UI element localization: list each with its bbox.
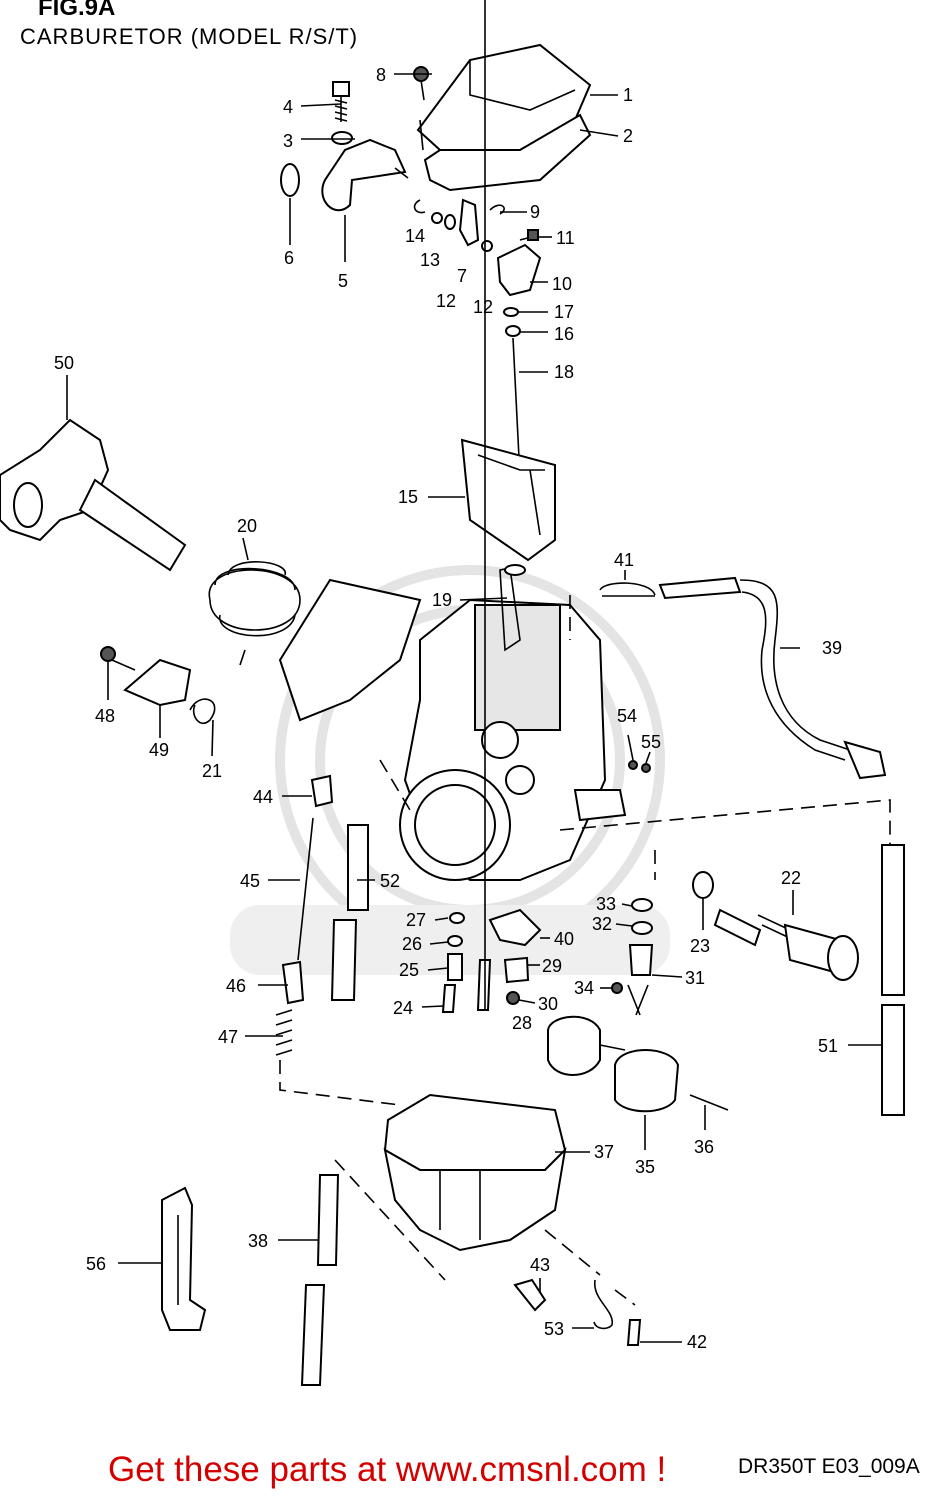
jet-parts <box>441 898 654 1016</box>
callout-label: 38 <box>248 1231 268 1251</box>
bracket-parts <box>100 646 216 725</box>
callout-label: 12 <box>473 297 493 317</box>
callout-label: 37 <box>594 1142 614 1162</box>
top-cover-part <box>416 43 592 192</box>
callout-label: 21 <box>202 761 222 781</box>
callout-label: 12 <box>436 291 456 311</box>
bracket-56-part <box>161 1186 207 1331</box>
callout-label: 52 <box>380 871 400 891</box>
callout-label: 4 <box>283 97 293 117</box>
callout-label: 39 <box>822 638 842 658</box>
choke-cable-part <box>599 576 887 780</box>
callout-label: 7 <box>457 266 467 286</box>
callout-labels: 1 2 3 4 5 6 7 8 9 10 11 12 12 13 14 15 1… <box>54 65 842 1352</box>
callout-label: 44 <box>253 787 273 807</box>
assembly-lines <box>279 595 891 1306</box>
callout-label: 11 <box>556 228 575 248</box>
callout-label: 45 <box>240 871 260 891</box>
callout-label: 31 <box>685 968 705 988</box>
callout-label: 26 <box>402 934 422 954</box>
callout-label: 43 <box>530 1255 550 1275</box>
callout-label: 36 <box>694 1137 714 1157</box>
callout-label: 13 <box>420 250 440 270</box>
small-screws <box>628 760 651 773</box>
vent-tube-part <box>330 824 369 1001</box>
callout-label: 20 <box>237 516 257 536</box>
callout-leaders <box>66 0 882 1343</box>
callout-label: 34 <box>574 978 594 998</box>
callout-label: 42 <box>687 1332 707 1352</box>
callout-label: 51 <box>818 1036 838 1056</box>
callout-label: 29 <box>542 956 562 976</box>
float-part <box>547 1015 729 1113</box>
pilot-parts <box>275 774 334 1056</box>
callout-label: 49 <box>149 740 169 760</box>
callout-label: 8 <box>376 65 386 85</box>
choke-plunger-part <box>692 871 859 981</box>
callout-label: 16 <box>554 324 574 344</box>
callout-label: 41 <box>614 550 634 570</box>
callout-label: 54 <box>617 706 637 726</box>
callout-label: 47 <box>218 1027 238 1047</box>
carburetor-body-part <box>278 564 627 881</box>
callout-label: 28 <box>512 1013 532 1033</box>
callout-label: 40 <box>554 929 574 949</box>
spring-part <box>208 561 301 666</box>
callout-label: 53 <box>544 1319 564 1339</box>
callout-label: 33 <box>596 894 616 914</box>
throttle-housing-part <box>0 418 187 572</box>
callout-label: 27 <box>406 910 426 930</box>
figure-subtitle: CARBURETOR (MODEL R/S/T) <box>20 24 359 49</box>
throttle-bracket-part <box>280 81 409 212</box>
diagram-code: DR350T E03_009A <box>738 1455 920 1478</box>
callout-label: 19 <box>432 590 452 610</box>
callout-label: 46 <box>226 976 246 996</box>
callout-label: 10 <box>552 274 572 294</box>
callout-label: 56 <box>86 1254 106 1274</box>
callout-label: 2 <box>623 126 633 146</box>
promo-link[interactable]: Get these parts at www.cmsnl.com ! <box>108 1450 667 1489</box>
callout-label: 6 <box>284 248 294 268</box>
callout-label: 14 <box>405 226 425 246</box>
float-bowl-part <box>383 1093 567 1252</box>
callout-label: 3 <box>283 131 293 151</box>
callout-label: 1 <box>623 85 633 105</box>
callout-label: 55 <box>641 732 661 752</box>
figure-title: FIG.9A <box>38 0 116 21</box>
callout-label: 35 <box>635 1157 655 1177</box>
bowl-parts <box>300 1174 642 1386</box>
callout-label: 5 <box>338 271 348 291</box>
callout-label: 48 <box>95 706 115 726</box>
callout-label: 23 <box>690 936 710 956</box>
callout-label: 25 <box>399 960 419 980</box>
callout-label: 30 <box>538 994 558 1014</box>
callout-label: 32 <box>592 914 612 934</box>
screw-part <box>413 66 429 101</box>
callout-label: 18 <box>554 362 574 382</box>
callout-label: 50 <box>54 353 74 373</box>
callout-label: 22 <box>781 868 801 888</box>
callout-label: 9 <box>530 202 540 222</box>
callout-label: 24 <box>393 998 413 1018</box>
drain-tube-part <box>881 844 905 1116</box>
callout-label: 15 <box>398 487 418 507</box>
callout-label: 17 <box>554 302 574 322</box>
